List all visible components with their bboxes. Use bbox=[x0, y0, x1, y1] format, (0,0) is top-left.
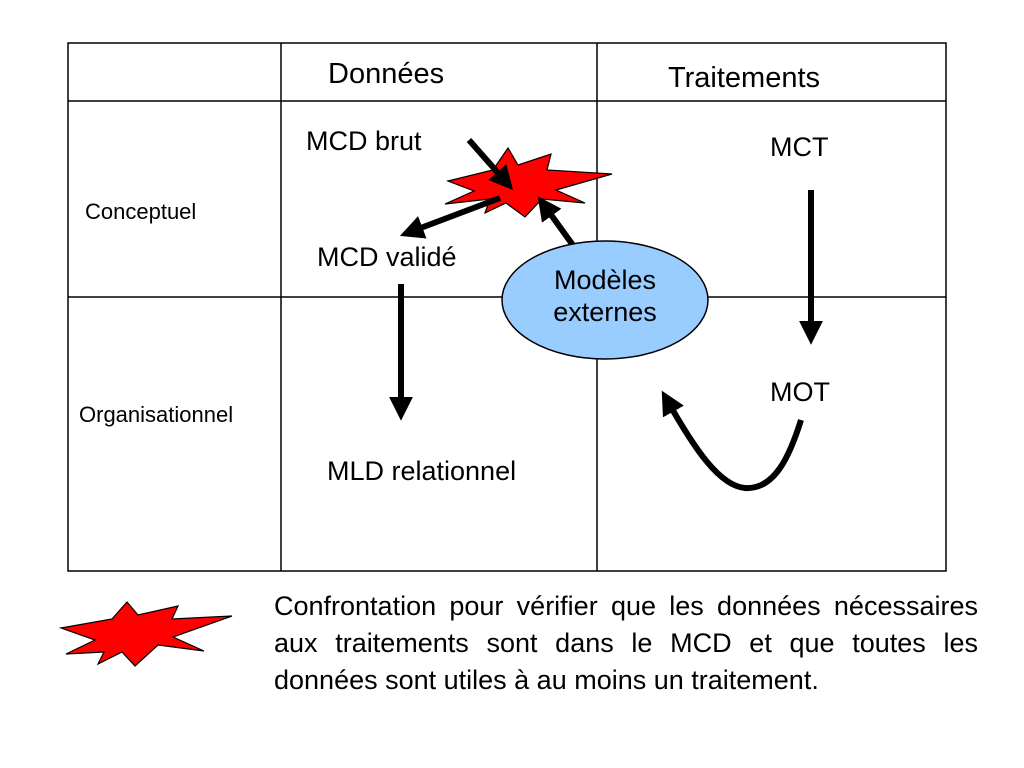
arrow-explosion-to-mcd-valide bbox=[399, 195, 502, 239]
row-label-conceptual: Conceptuel bbox=[85, 199, 197, 224]
row-label-organizational: Organisationnel bbox=[79, 402, 234, 427]
node-mld-relationnel: MLD relationnel bbox=[327, 456, 517, 486]
column-header-data: Données bbox=[328, 58, 445, 90]
external-models-label: Modèles externes bbox=[520, 264, 690, 329]
node-mct: MCT bbox=[770, 132, 829, 162]
node-mcd-valide: MCD validé bbox=[317, 242, 457, 272]
node-mcd-brut: MCD brut bbox=[306, 126, 422, 156]
table-border bbox=[67, 42, 947, 572]
confrontation-explosion-icon bbox=[444, 146, 613, 218]
column-header-processing: Traitements bbox=[668, 62, 821, 94]
arrow-mcd-brut-to-explosion bbox=[466, 138, 514, 191]
legend-explosion-icon bbox=[58, 601, 233, 667]
external-models-ellipse bbox=[501, 240, 709, 360]
node-mot: MOT bbox=[770, 377, 830, 407]
arrow-mot-curved-loop bbox=[661, 390, 804, 492]
external-models-line-2: externes bbox=[553, 297, 657, 328]
external-models-line-1: Modèles bbox=[553, 265, 657, 295]
legend-description: Confrontation pour vérifier que les donn… bbox=[274, 591, 978, 695]
